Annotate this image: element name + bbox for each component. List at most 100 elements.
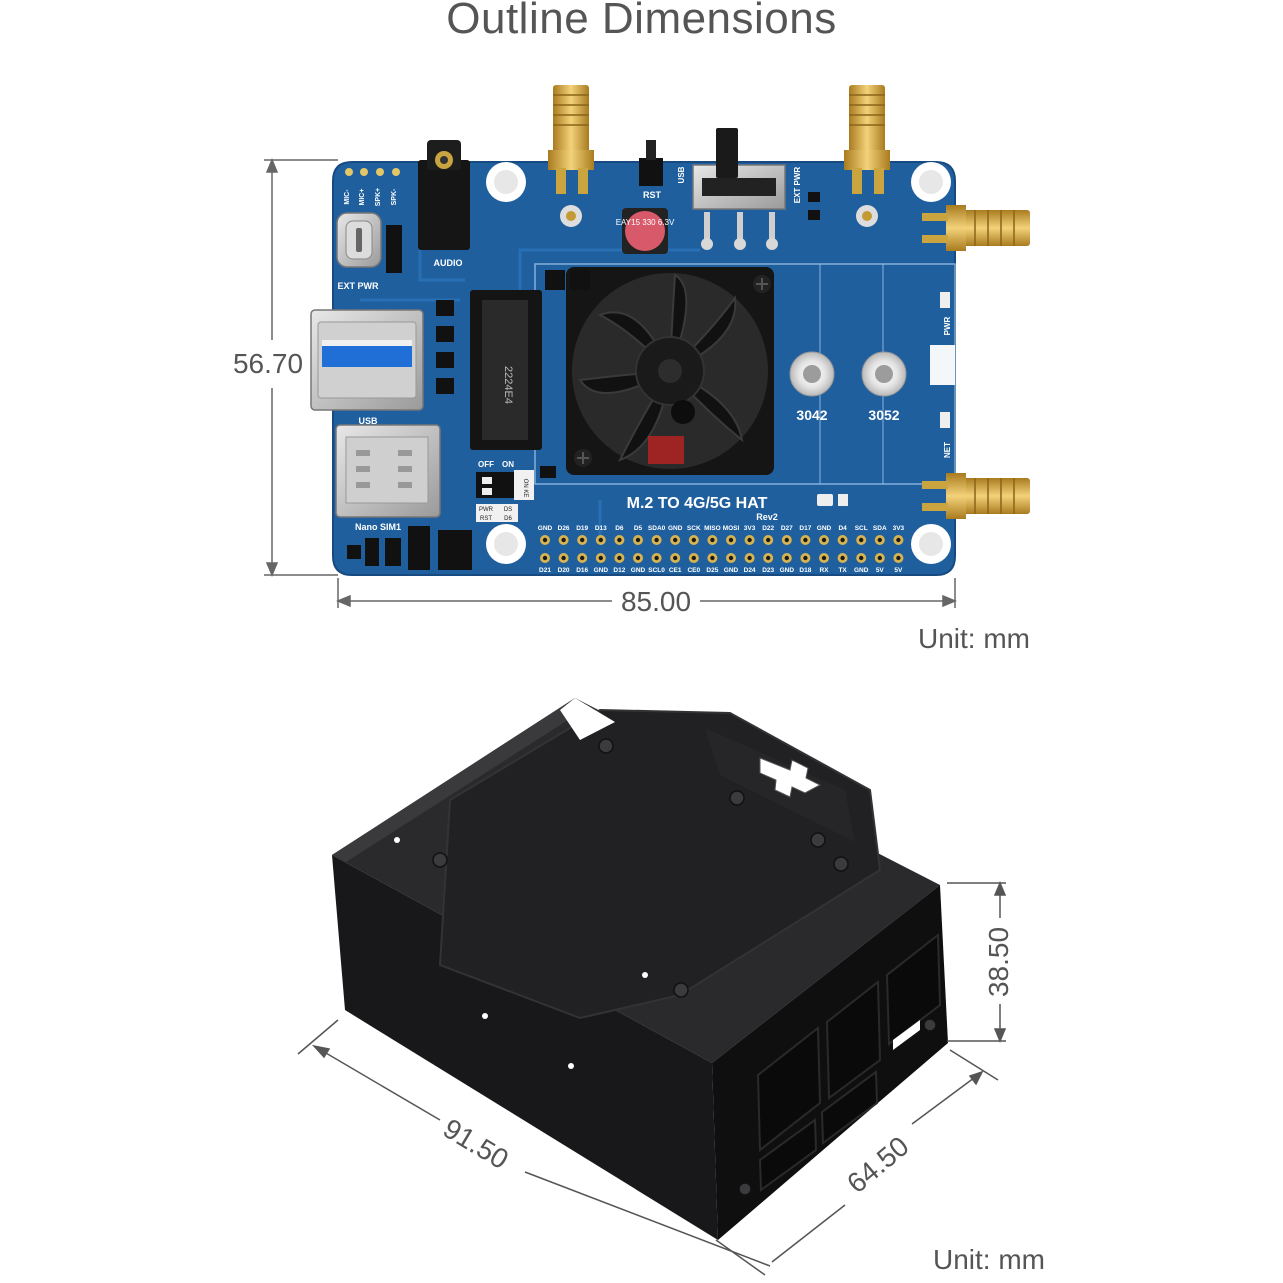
pwr-small-label: PWR <box>479 507 494 513</box>
gpio-pin-hole <box>803 555 808 561</box>
gpio-label: GND <box>594 567 609 574</box>
sma-antenna-connector <box>548 85 594 227</box>
gpio-pin-hole <box>747 555 752 561</box>
gpio-pin-hole <box>859 537 864 543</box>
gpio-label: D19 <box>576 525 588 532</box>
gpio-label: 3V3 <box>744 525 756 532</box>
gpio-label: D12 <box>613 567 625 574</box>
case-height-label: 38.50 <box>983 927 1014 997</box>
standoff-3052 <box>861 351 907 397</box>
dip-switch <box>476 470 534 500</box>
gpio-label: TX <box>838 567 847 574</box>
gpio-label: 5V <box>876 567 885 574</box>
gpio-label: D5 <box>634 525 643 532</box>
smd-components <box>347 225 590 570</box>
fan-screw <box>574 449 592 467</box>
gpio-label: MOSI <box>723 525 740 532</box>
gpio-label: D18 <box>799 567 811 574</box>
gpio-label: GND <box>780 567 795 574</box>
mounting-hole <box>911 524 951 564</box>
m2-code: 2224E4 <box>502 366 514 404</box>
board-unit-label: Unit: mm <box>918 623 1030 654</box>
page-title: Outline Dimensions <box>446 0 837 43</box>
cooling-fan <box>566 267 774 475</box>
gpio-pin-hole <box>654 537 659 543</box>
usb-top-label: USB <box>677 166 686 183</box>
board-width-label: 85.00 <box>621 586 691 617</box>
gpio-pin-hole <box>784 537 789 543</box>
usb-a-port <box>310 309 424 411</box>
gpio-label: D22 <box>762 525 774 532</box>
standoff-3042 <box>789 351 835 397</box>
slot-3052-label: 3052 <box>868 407 899 423</box>
fan-screw <box>753 275 771 293</box>
sim-card-slot <box>335 424 441 518</box>
gpio-label: SCK <box>687 525 701 532</box>
dip-off-label: OFF <box>478 460 494 469</box>
gpio-pin-hole <box>821 555 827 561</box>
gpio-pin-hole <box>877 555 882 561</box>
case-length-dimension <box>297 1019 771 1276</box>
gpio-pin-hole <box>784 555 789 561</box>
case-length-label: 91.50 <box>438 1113 514 1176</box>
gpio-label: SCL0 <box>648 567 665 574</box>
gpio-label: RX <box>819 567 829 574</box>
gpio-label: D26 <box>558 525 570 532</box>
gpio-label: D23 <box>762 567 774 574</box>
gpio-label: MISO <box>704 525 721 532</box>
gpio-pin-hole <box>561 555 566 561</box>
case-unit-label: Unit: mm <box>933 1244 1045 1275</box>
gpio-pin-hole <box>896 555 901 561</box>
case-width-label: 64.50 <box>841 1130 915 1199</box>
power-switch <box>692 128 786 250</box>
gpio-label: GND <box>724 567 739 574</box>
spk-plus-label: SPK+ <box>375 188 382 206</box>
gpio-pin-hole <box>728 537 734 543</box>
gpio-label: CE1 <box>669 567 682 574</box>
gpio-label: D16 <box>576 567 588 574</box>
net-led-label: NET <box>943 442 952 458</box>
board-width-dimension <box>336 578 957 608</box>
gpio-label: SDA <box>873 525 887 532</box>
mic-minus-label: MIC- <box>344 189 351 205</box>
gpio-label: GND <box>817 525 832 532</box>
board-height-dimension <box>264 158 338 577</box>
case-height-dimension <box>947 881 1007 1043</box>
gpio-pin-hole <box>766 537 771 543</box>
m2-slot: 2224E4 <box>470 290 542 450</box>
gpio-pin-hole <box>635 537 641 543</box>
mounting-hole <box>486 162 526 202</box>
mic-spk-pads <box>345 168 400 176</box>
rst-small-label: RST <box>480 516 492 522</box>
sma-antenna-connector <box>844 85 890 227</box>
gpio-pin-hole <box>728 555 734 561</box>
small-leds <box>817 494 848 506</box>
capacitor: EAY15 330 6.3V <box>616 208 675 254</box>
gpio-header <box>540 535 904 563</box>
gpio-label: D27 <box>781 525 793 532</box>
board-name: M.2 TO 4G/5G HAT <box>627 495 768 512</box>
mic-plus-label: MIC+ <box>359 189 366 206</box>
reset-button <box>639 140 663 186</box>
ds-small-label: DS <box>504 507 512 513</box>
gpio-label: D25 <box>706 567 718 574</box>
gpio-pin-hole <box>580 555 585 561</box>
spk-minus-label: SPK- <box>391 188 398 205</box>
ext-pwr-side-label: EXT PWR <box>793 167 802 204</box>
gpio-pin-hole <box>691 537 696 543</box>
gpio-label: D4 <box>838 525 847 532</box>
gpio-pin-hole <box>617 555 622 561</box>
gpio-pin-hole <box>580 537 585 543</box>
cap-text: EAY15 330 6.3V <box>616 218 675 227</box>
gpio-pin-hole <box>821 537 827 543</box>
gpio-pin-hole <box>840 537 845 543</box>
case-width-dimension <box>771 1049 999 1263</box>
gpio-label: D21 <box>539 567 551 574</box>
gpio-pin-hole <box>673 555 678 561</box>
gpio-label: 3V3 <box>893 525 905 532</box>
mounting-hole <box>911 162 951 202</box>
gpio-label: GND <box>631 567 646 574</box>
